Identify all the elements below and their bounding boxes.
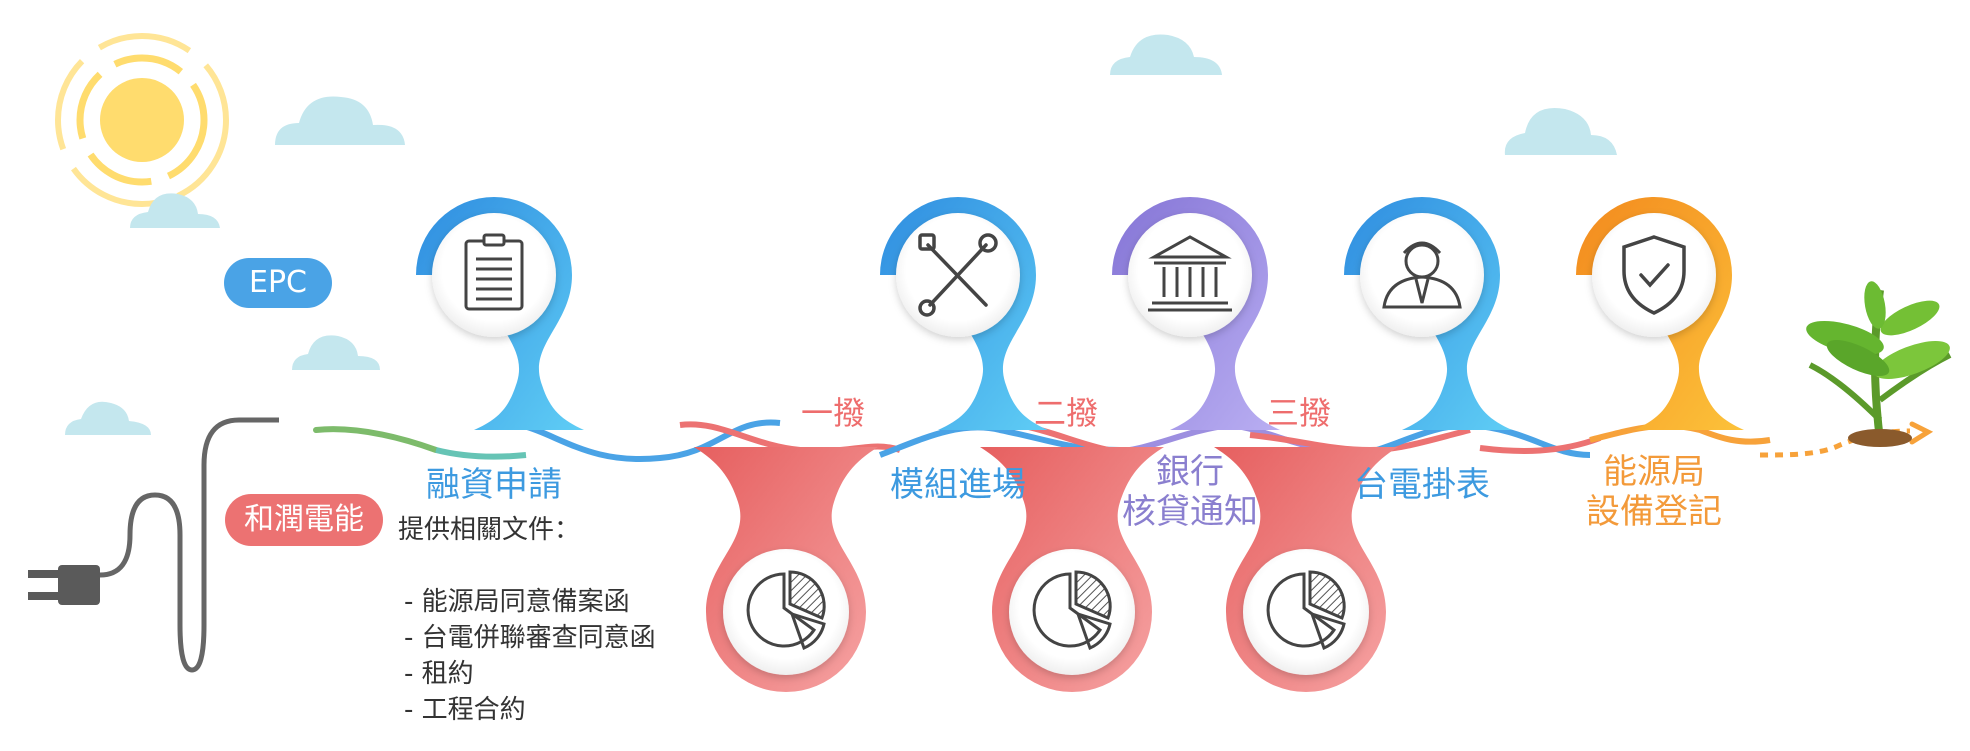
pie-chart-icon: [1266, 570, 1346, 651]
sun-icon: [55, 33, 229, 207]
sprout-icon: [1806, 281, 1952, 447]
step-node-3: [1112, 197, 1280, 430]
payment-node-2: [980, 447, 1164, 692]
shield-check-icon: [1622, 235, 1686, 315]
clipboard-icon: [464, 233, 524, 311]
documents-list: 提供相關文件： - 能源局同意備案函 - 台電併聯審查同意函 - 租約 - 工程…: [398, 512, 656, 728]
payment-label-3: 三撥: [1267, 394, 1332, 432]
tools-icon: [918, 233, 998, 317]
step-node-5: [1576, 197, 1744, 430]
step-title-5: 能源局 設備登記: [1586, 452, 1722, 532]
document-item: - 租約: [404, 659, 474, 689]
step-node-2: [880, 197, 1048, 430]
document-item: - 能源局同意備案函: [404, 587, 630, 617]
bank-icon: [1148, 235, 1232, 312]
company-badge: 和潤電能: [225, 494, 383, 546]
payment-label-2: 二撥: [1034, 394, 1099, 432]
engineer-icon: [1382, 241, 1462, 309]
pie-chart-icon: [746, 570, 826, 651]
payment-node-1: [694, 447, 878, 692]
payment-node-3: [1214, 447, 1398, 692]
epc-badge: EPC: [224, 258, 332, 308]
step-title-1: 融資申請: [426, 465, 562, 505]
step-title-4: 台電掛表: [1354, 465, 1490, 505]
step-title-2: 模組進場: [890, 465, 1026, 505]
document-item: - 工程合約: [404, 695, 526, 725]
cloud-icon: [65, 34, 1617, 435]
power-plug-icon: [28, 417, 279, 673]
step-node-4: [1344, 197, 1512, 430]
pie-chart-icon: [1032, 570, 1112, 651]
documents-heading: 提供相關文件：: [398, 515, 581, 545]
step-node-1: [416, 197, 584, 430]
payment-label-1: 一撥: [801, 394, 866, 432]
step-title-3: 銀行 核貸通知: [1122, 452, 1258, 532]
document-item: - 台電併聯審查同意函: [404, 623, 656, 653]
